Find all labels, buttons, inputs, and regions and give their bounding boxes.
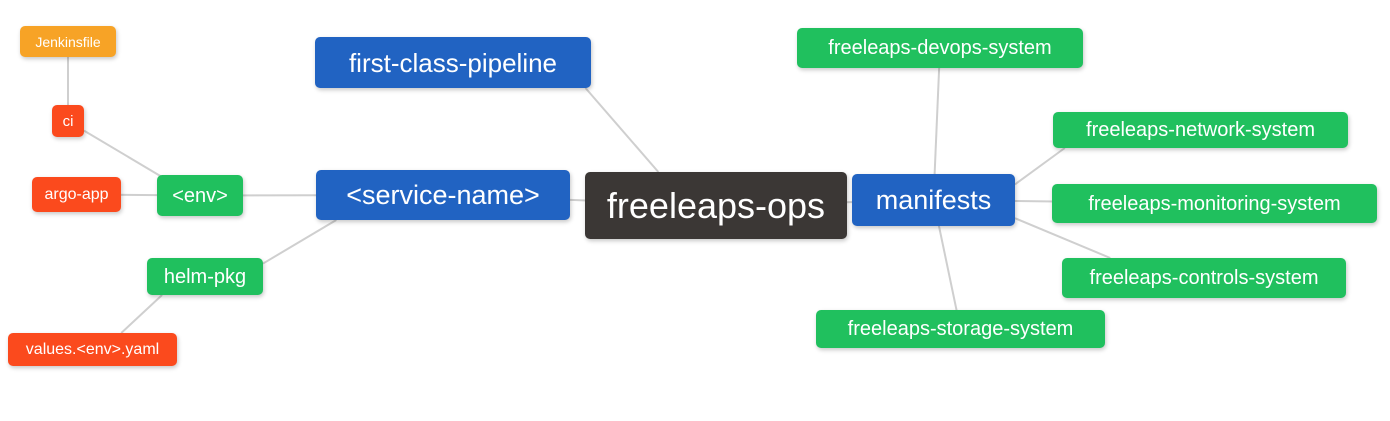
node-helm-pkg[interactable]: helm-pkg — [147, 258, 263, 295]
node-freeleaps-monitoring-system[interactable]: freeleaps-monitoring-system — [1052, 184, 1377, 223]
node-env[interactable]: <env> — [157, 175, 243, 216]
node-freeleaps-devops-system[interactable]: freeleaps-devops-system — [797, 28, 1083, 68]
edge-manifests--freeleaps-controls-system — [1014, 217, 1111, 259]
node-freeleaps-controls-system[interactable]: freeleaps-controls-system — [1062, 258, 1346, 298]
edge-manifests--freeleaps-network-system — [1014, 147, 1066, 186]
node-freeleaps-storage-system[interactable]: freeleaps-storage-system — [816, 310, 1105, 348]
node-manifests[interactable]: manifests — [852, 174, 1015, 226]
node-values-env-yaml[interactable]: values.<env>.yaml — [8, 333, 177, 366]
node-service-name[interactable]: <service-name> — [316, 170, 570, 220]
node-argo-app[interactable]: argo-app — [32, 177, 121, 212]
node-jenkinsfile[interactable]: Jenkinsfile — [20, 26, 116, 57]
node-freeleaps-network-system[interactable]: freeleaps-network-system — [1053, 112, 1348, 148]
edge-helm-pkg--values-env-yaml — [120, 294, 163, 334]
edge-service-name--helm-pkg — [262, 219, 337, 265]
node-ci[interactable]: ci — [52, 105, 84, 137]
node-first-class-pipeline[interactable]: first-class-pipeline — [315, 37, 591, 88]
edge-env--ci — [83, 129, 167, 180]
edge-freeleaps-ops--first-class-pipeline — [584, 87, 660, 173]
node-freeleaps-ops[interactable]: freeleaps-ops — [585, 172, 847, 239]
